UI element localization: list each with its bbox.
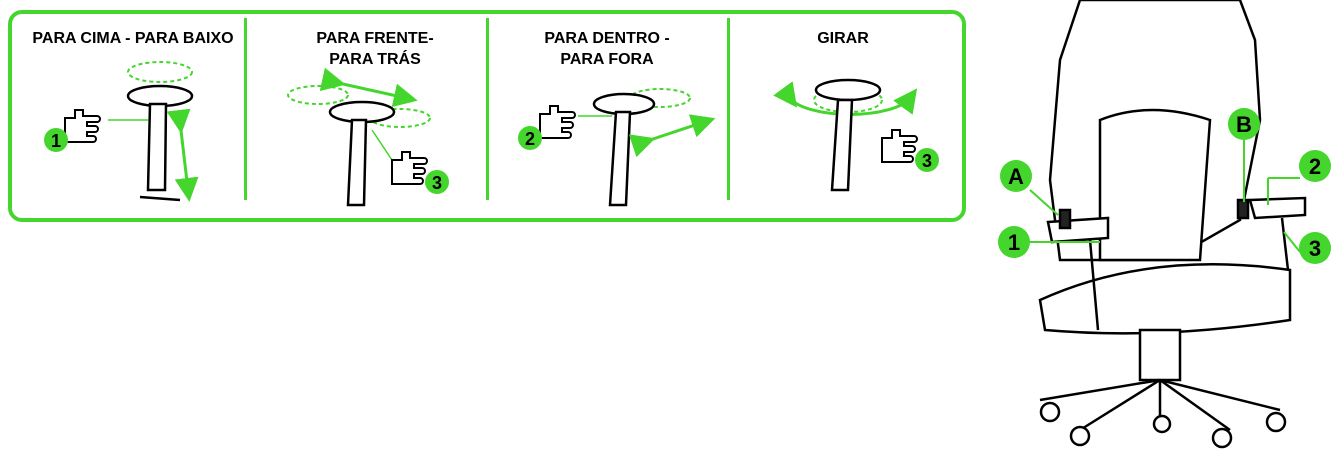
divider	[486, 18, 489, 200]
armrest-up-down-figure: 1	[44, 61, 199, 202]
section-title-up-down: PARA CIMA - PARA BAIXO	[28, 28, 238, 49]
divider	[727, 18, 730, 200]
chair-callout-lines	[1028, 140, 1301, 253]
section-title-forward-back: PARA FRENTE- PARA TRÁS	[270, 28, 480, 70]
callout-badge-1	[998, 226, 1030, 258]
title-line: PARA FORA	[560, 51, 654, 68]
callout-badge-label: 3	[1309, 236, 1321, 261]
divider	[244, 18, 247, 200]
callout-badge-label: 1	[1008, 230, 1020, 255]
section-title-rotate: GIRAR	[738, 28, 948, 49]
title-line: PARA FRENTE-	[316, 30, 434, 47]
section-title-in-out: PARA DENTRO - PARA FORA	[502, 28, 712, 70]
callout-badge-3	[425, 170, 449, 194]
callout-badge-3	[1299, 232, 1331, 264]
title-line: PARA CIMA - PARA BAIXO	[32, 30, 234, 47]
callout-badge-2	[1299, 150, 1331, 182]
title-line: PARA TRÁS	[329, 51, 421, 68]
callout-badge-1	[44, 128, 68, 152]
adjustment-panel	[8, 10, 966, 222]
callout-badge-label: 2	[1309, 154, 1321, 179]
title-line: PARA DENTRO -	[544, 30, 670, 47]
armrest-in-out-figure: 2	[518, 88, 716, 207]
armrest-rotate-figure: 3	[773, 78, 939, 192]
chair-callout-badges: A B 1 2 3	[998, 108, 1331, 264]
armrest-forward-back-figure: 3	[287, 67, 449, 207]
callout-badge-b	[1228, 108, 1260, 140]
callout-badge-a	[1000, 160, 1032, 192]
callout-badge-label: A	[1008, 164, 1024, 189]
callout-badge-2	[518, 126, 542, 150]
chair-illustration	[1038, 0, 1307, 449]
title-line: GIRAR	[817, 30, 869, 47]
callout-badge-label: B	[1236, 112, 1252, 137]
callout-badge-3	[915, 148, 939, 172]
callout-badge-label: 2	[525, 129, 535, 149]
callout-badge-label: 1	[51, 131, 61, 151]
callout-badge-label: 3	[432, 173, 442, 193]
callout-badge-label: 3	[922, 151, 932, 171]
